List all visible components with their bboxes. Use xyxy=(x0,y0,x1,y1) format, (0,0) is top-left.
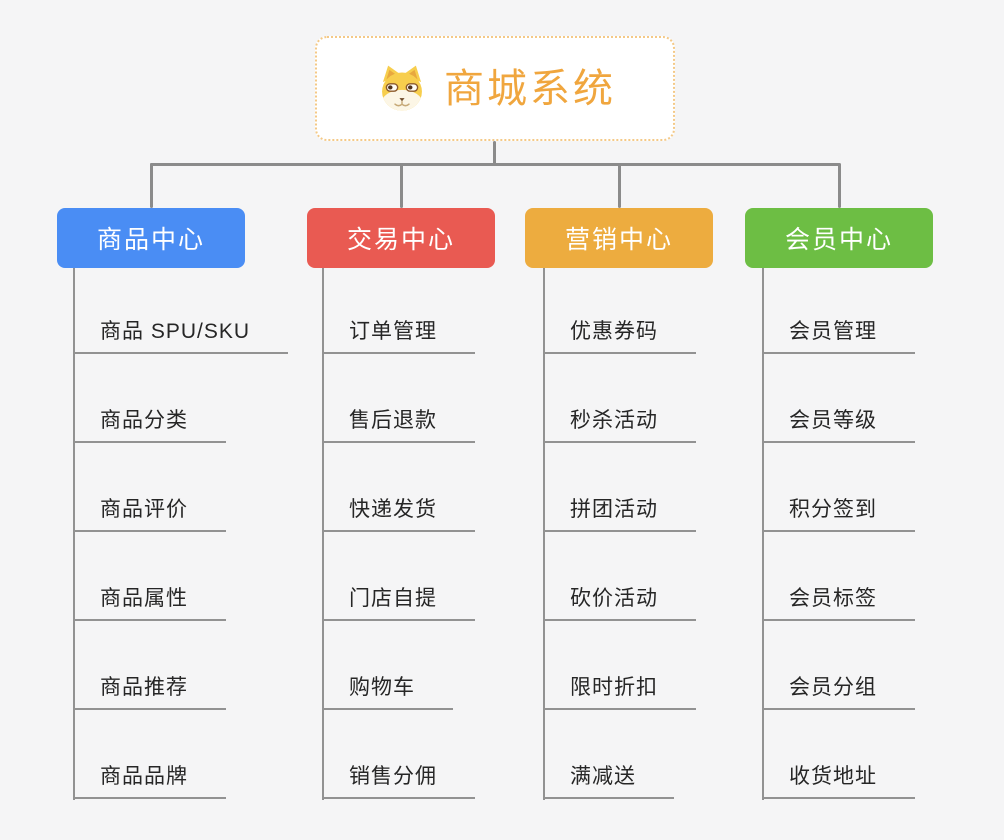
child-node[interactable]: 优惠券码 xyxy=(543,265,696,354)
child-node[interactable]: 销售分佣 xyxy=(322,710,475,799)
child-node[interactable]: 快递发货 xyxy=(322,443,475,532)
connector-column-spine-2 xyxy=(322,268,324,800)
child-node[interactable]: 商品属性 xyxy=(73,532,226,621)
child-node[interactable]: 会员等级 xyxy=(762,354,915,443)
connector-branch-stem-1 xyxy=(150,163,153,208)
root-title: 商城系统 xyxy=(444,66,616,111)
branch-children-product: 商品 SPU/SKU 商品分类 商品评价 商品属性 商品推荐 商品品牌 xyxy=(73,265,289,799)
child-node[interactable]: 收货地址 xyxy=(762,710,915,799)
connector-column-spine-4 xyxy=(762,268,764,800)
child-node[interactable]: 砍价活动 xyxy=(543,532,696,621)
child-node[interactable]: 商品品牌 xyxy=(73,710,226,799)
child-node[interactable]: 限时折扣 xyxy=(543,621,696,710)
shiba-dog-icon xyxy=(374,63,430,115)
child-node[interactable]: 售后退款 xyxy=(322,354,475,443)
branch-children-marketing: 优惠券码 秒杀活动 拼团活动 砍价活动 限时折扣 满减送 xyxy=(543,265,696,799)
child-node[interactable]: 商品分类 xyxy=(73,354,226,443)
child-node[interactable]: 订单管理 xyxy=(322,265,475,354)
connector-column-spine-3 xyxy=(543,268,545,800)
connector-root-stem xyxy=(493,141,496,166)
child-node[interactable]: 会员管理 xyxy=(762,265,915,354)
connector-branch-stem-2 xyxy=(400,163,403,208)
child-node[interactable]: 购物车 xyxy=(322,621,453,710)
branch-node-member[interactable]: 会员中心 xyxy=(745,208,933,268)
branch-node-marketing[interactable]: 营销中心 xyxy=(525,208,713,268)
connector-branch-stem-3 xyxy=(618,163,621,208)
child-node[interactable]: 会员分组 xyxy=(762,621,915,710)
connector-column-spine-1 xyxy=(73,268,75,800)
branch-children-trade: 订单管理 售后退款 快递发货 门店自提 购物车 销售分佣 xyxy=(322,265,475,799)
child-node[interactable]: 商品 SPU/SKU xyxy=(73,265,289,354)
child-node[interactable]: 拼团活动 xyxy=(543,443,696,532)
child-node[interactable]: 秒杀活动 xyxy=(543,354,696,443)
child-node[interactable]: 商品评价 xyxy=(73,443,226,532)
branch-node-product[interactable]: 商品中心 xyxy=(57,208,245,268)
branch-children-member: 会员管理 会员等级 积分签到 会员标签 会员分组 收货地址 xyxy=(762,265,915,799)
connector-branch-stem-4 xyxy=(838,163,841,208)
connector-horizontal-rail xyxy=(150,163,840,166)
root-node[interactable]: 商城系统 xyxy=(315,36,675,141)
child-node[interactable]: 积分签到 xyxy=(762,443,915,532)
branch-node-trade[interactable]: 交易中心 xyxy=(307,208,495,268)
child-node[interactable]: 商品推荐 xyxy=(73,621,226,710)
child-node[interactable]: 会员标签 xyxy=(762,532,915,621)
child-node[interactable]: 门店自提 xyxy=(322,532,475,621)
child-node[interactable]: 满减送 xyxy=(543,710,674,799)
